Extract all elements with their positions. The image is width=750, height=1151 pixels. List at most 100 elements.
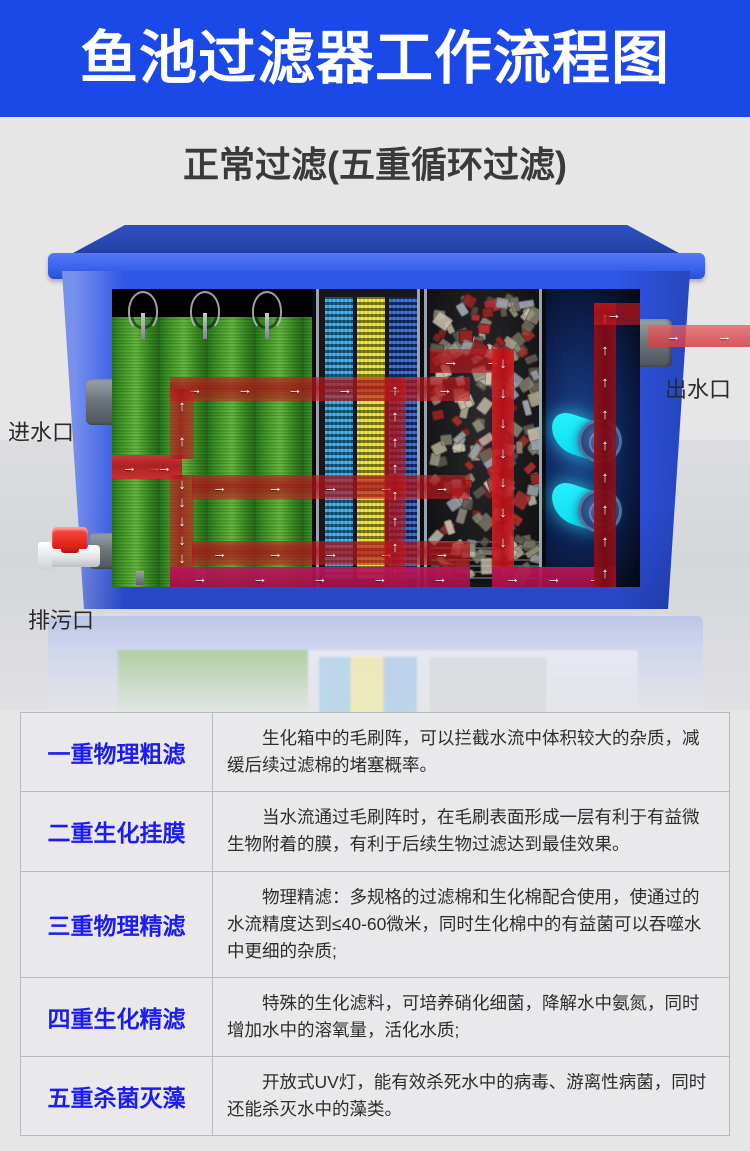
- arrow-right-icon: →: [267, 544, 283, 562]
- flow-arrow-lower-right: → → → → →: [192, 541, 470, 565]
- arrow-up-icon: ↑: [391, 407, 399, 425]
- arrow-up-icon: ↑: [391, 381, 399, 399]
- arrow-right-icon: →: [267, 478, 283, 496]
- stage-title: 五重杀菌灭藻: [47, 1085, 186, 1112]
- arrow-up-icon: ↑: [178, 433, 186, 450]
- filter-box-reflection: [48, 616, 703, 716]
- bio-media-ring: [431, 409, 446, 422]
- arrow-down-icon: ↓: [499, 385, 507, 403]
- flow-arrow-uv-up: ↑ ↑ ↑ ↑ ↑ ↑ ↑ ↑ ↑: [594, 303, 616, 587]
- stage-desc-cell: 特殊的生化滤料，可培养硝化细菌，降解水中氨氮，同时增加水中的溶氧量，活化水质;: [213, 978, 729, 1056]
- arrow-up-icon: ↑: [601, 564, 609, 582]
- arrow-right-icon: →: [157, 458, 172, 476]
- filter-stages-table: 一重物理粗滤 生化箱中的毛刷阵，可以拦截水流中体积较大的杂质，减缓后续过滤棉的堵…: [20, 712, 730, 1137]
- brush-stem: [203, 313, 207, 339]
- bio-media-ring: [474, 396, 494, 416]
- subtitle: 正常过滤(五重循环过滤): [183, 144, 567, 185]
- bio-media-ring: [529, 471, 539, 486]
- arrow-right-icon: →: [237, 380, 253, 398]
- page-title: 鱼池过滤器工作流程图: [79, 25, 670, 91]
- bio-media-ring: [439, 434, 453, 447]
- flow-arrow-outlet-outside: → →: [648, 325, 750, 347]
- bio-media-ring: [463, 460, 475, 472]
- arrow-up-icon: ↑: [601, 469, 609, 487]
- arrow-down-icon: ↓: [499, 414, 507, 432]
- brush-hook-icon: [128, 291, 158, 331]
- stage-description: 开放式UV灯，能有效杀死水中的病毒、游离性病菌，同时还能杀灭水中的藻类。: [227, 1072, 707, 1120]
- stage-desc-cell: 物理精滤：多规格的过滤棉和生化棉配合使用，使通过的水流精度达到≤40-60微米，…: [213, 872, 729, 977]
- arrow-up-icon: ↑: [601, 405, 609, 423]
- stage-desc-cell: 当水流通过毛刷阵时，在毛刷表面形成一层有利于有益微生物附着的膜，有利于后续生物过…: [213, 792, 729, 870]
- arrow-right-icon: →: [192, 569, 208, 587]
- arrow-up-icon: ↑: [391, 539, 399, 557]
- arrow-up-icon: ↑: [391, 460, 399, 478]
- arrow-right-icon: →: [337, 380, 353, 398]
- bio-media-ring: [495, 296, 510, 310]
- arrow-right-icon: →: [323, 544, 339, 562]
- arrow-right-icon: →: [666, 327, 681, 345]
- stage-description: 生化箱中的毛刷阵，可以拦截水流中体积较大的杂质，减缓后续过滤棉的堵塞概率。: [227, 728, 700, 776]
- table-row: 四重生化精滤 特殊的生化滤料，可培养硝化细菌，降解水中氨氮，同时增加水中的溶氧量…: [21, 977, 729, 1058]
- brush-hook-icon: [252, 291, 282, 331]
- brush-stem: [265, 313, 269, 339]
- valve-body: [38, 542, 100, 570]
- arrow-up-icon: ↑: [391, 486, 399, 504]
- brush-stem: [141, 313, 145, 339]
- arrow-right-icon: →: [287, 380, 303, 398]
- bio-media-ring: [515, 440, 523, 454]
- brush-hook-icon: [190, 291, 220, 331]
- arrow-up-icon: ↑: [601, 373, 609, 391]
- table-row: 二重生化挂膜 当水流通过毛刷阵时，在毛刷表面形成一层有利于有益微生物附着的膜，有…: [21, 792, 729, 872]
- header-banner: 鱼池过滤器工作流程图: [0, 0, 750, 117]
- stage-description: 物理精滤：多规格的过滤棉和生化棉配合使用，使通过的水流精度达到≤40-60微米，…: [227, 886, 702, 961]
- arrow-up-icon: ↑: [601, 532, 609, 550]
- arrow-down-icon: ↓: [178, 475, 186, 493]
- stage-title: 四重生化精滤: [47, 1006, 186, 1032]
- subtitle-container: 正常过滤(五重循环过滤): [0, 117, 750, 207]
- arrow-up-icon: ↑: [601, 437, 609, 455]
- bio-media-chamber: [424, 289, 542, 587]
- reflection-brush: [118, 650, 308, 716]
- arrow-right-icon: →: [434, 544, 450, 562]
- brush-filter-chamber: [112, 289, 312, 587]
- arrow-right-icon: →: [606, 305, 622, 323]
- arrow-right-icon: →: [122, 458, 137, 476]
- arrow-down-icon: ↓: [499, 474, 507, 492]
- arrow-down-icon: ↓: [178, 531, 186, 549]
- stage-description: 当水流通过毛刷阵时，在毛刷表面形成一层有利于有益微生物附着的膜，有利于后续生物过…: [227, 807, 700, 855]
- flow-arrow-brush-up: ↑ ↑: [170, 389, 194, 459]
- arrow-right-icon: →: [546, 569, 562, 587]
- arrow-down-icon: ↓: [499, 504, 507, 522]
- inlet-port-label: 进水口: [8, 420, 75, 445]
- stage-title-cell: 三重物理精滤: [21, 871, 213, 977]
- arrow-down-icon: ↓: [499, 355, 507, 373]
- filter-interior-cavity: → → → → → → → → → → ↑ ↑ ↓ ↓ ↓ ↓ ↓ ↓: [112, 289, 640, 587]
- arrow-right-icon: →: [443, 352, 459, 370]
- reflection-inner: [118, 650, 638, 716]
- arrow-right-icon: →: [505, 569, 521, 587]
- stage-desc-cell: 开放式UV灯，能有效杀死水中的病毒、游离性病菌，同时还能杀灭水中的藻类。: [213, 1057, 729, 1135]
- stage-title-cell: 一重物理粗滤: [21, 713, 213, 792]
- arrow-right-icon: →: [252, 569, 268, 587]
- table-row: 五重杀菌灭藻 开放式UV灯，能有效杀死水中的病毒、游离性病菌，同时还能杀灭水中的…: [21, 1057, 729, 1136]
- reflection-mats: [318, 656, 418, 716]
- bio-media-ring: [470, 313, 481, 322]
- table-row: 一重物理粗滤 生化箱中的毛刷阵，可以拦截水流中体积较大的杂质，减缓后续过滤棉的堵…: [21, 713, 729, 793]
- table-row: 三重物理精滤 物理精滤：多规格的过滤棉和生化棉配合使用，使通过的水流精度达到≤4…: [21, 871, 729, 978]
- bio-media-ring: [477, 322, 491, 335]
- arrow-down-icon: ↓: [178, 550, 186, 568]
- outlet-port-label: 出水口: [665, 377, 732, 402]
- arrow-right-icon: →: [212, 478, 228, 496]
- arrow-right-icon: →: [434, 478, 450, 496]
- arrow-right-icon: →: [323, 478, 339, 496]
- valve-handle: [52, 527, 88, 553]
- arrow-right-icon: →: [372, 569, 388, 587]
- reflection-media: [428, 656, 548, 716]
- arrow-up-icon: ↑: [601, 342, 609, 360]
- arrow-up-icon: ↑: [391, 434, 399, 452]
- arrow-right-icon: →: [717, 327, 732, 345]
- flow-arrow-mats-up: ↑ ↑ ↑ ↑ ↑ ↑ ↑ ↑: [384, 377, 406, 587]
- drain-valve-icon: [38, 527, 108, 577]
- arrow-up-icon: ↑: [391, 512, 399, 530]
- filter-mat-blue-light: [325, 297, 353, 579]
